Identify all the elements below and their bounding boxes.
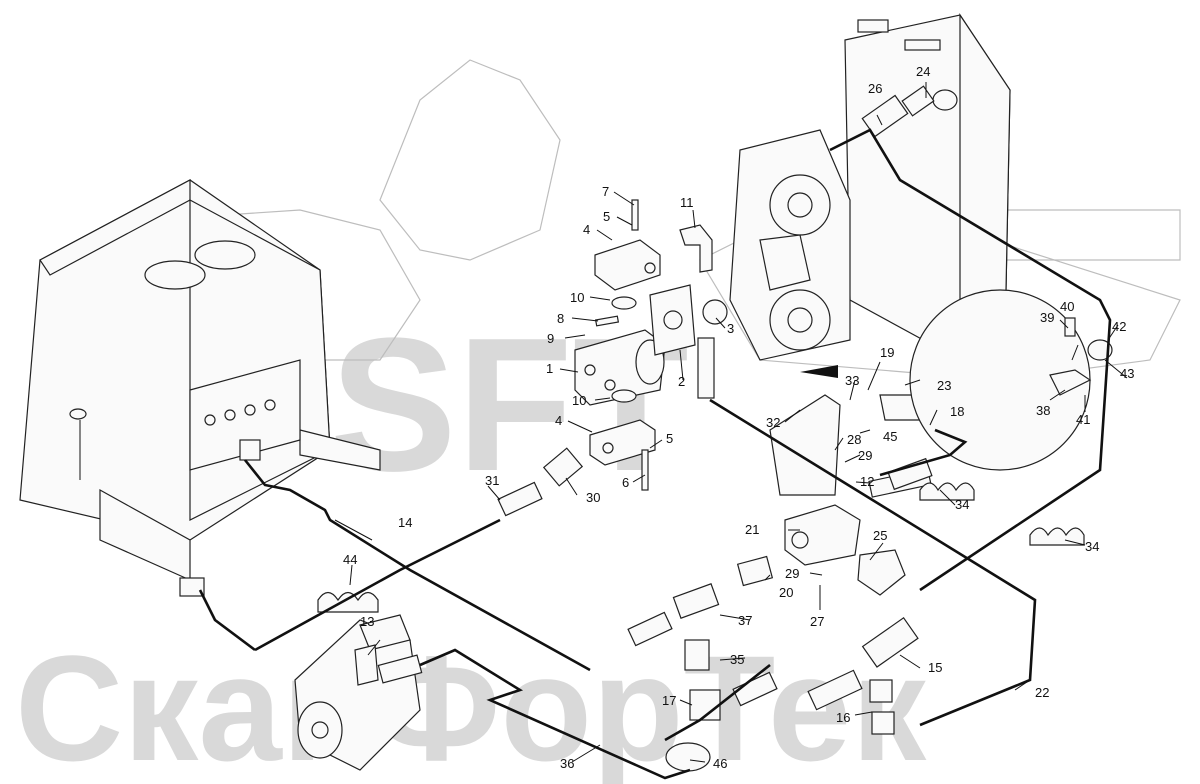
- callout-24: 24: [916, 64, 930, 79]
- callout-19: 19: [880, 345, 894, 360]
- callout-10a: 10: [570, 290, 584, 305]
- callout-1: 1: [546, 361, 553, 376]
- callout-34a: 34: [955, 497, 969, 512]
- hose-22: [709, 398, 1037, 727]
- callout-8: 8: [557, 311, 564, 326]
- callout-34b: 34: [1085, 539, 1099, 554]
- callout-30: 30: [586, 490, 600, 505]
- callout-26: 26: [868, 81, 882, 96]
- callout-43: 43: [1120, 366, 1134, 381]
- callout-39: 39: [1040, 310, 1054, 325]
- hose-26: [829, 128, 1112, 592]
- hose-44-lower: [198, 589, 256, 652]
- callout-42: 42: [1112, 319, 1126, 334]
- callout-15: 15: [928, 660, 942, 675]
- axial-piston-pump: [294, 614, 421, 771]
- hose-14: [243, 459, 591, 672]
- engine-block: [729, 129, 851, 361]
- callout-29b: 29: [785, 566, 799, 581]
- callout-45: 45: [883, 429, 897, 444]
- callout-13: 13: [360, 614, 374, 629]
- callout-41: 41: [1076, 412, 1090, 427]
- callout-25: 25: [873, 528, 887, 543]
- hose-center: [664, 663, 771, 742]
- pointer-arrow: [800, 365, 838, 378]
- hose-fittings: [179, 85, 935, 735]
- callout-12: 12: [860, 474, 874, 489]
- watermark-brand: SFT: [330, 299, 689, 511]
- callout-18: 18: [950, 404, 964, 419]
- hose-31: [254, 518, 501, 652]
- callout-46: 46: [713, 756, 727, 771]
- callout-35: 35: [730, 652, 744, 667]
- callout-32: 32: [766, 415, 780, 430]
- callout-14: 14: [398, 515, 412, 530]
- callout-11: 11: [680, 195, 694, 210]
- callout-2: 2: [678, 374, 685, 389]
- callout-4a: 4: [583, 222, 590, 237]
- callout-17: 17: [662, 693, 676, 708]
- hydraulic-tank: [19, 179, 381, 581]
- callout-4b: 4: [555, 413, 562, 428]
- callout-28: 28: [847, 432, 861, 447]
- callout-31: 31: [485, 473, 499, 488]
- callout-16: 16: [836, 710, 850, 725]
- callout-33: 33: [845, 373, 859, 388]
- leader-lines: [79, 82, 1128, 763]
- gear-pump-assembly: [574, 199, 728, 491]
- callout-7: 7: [602, 184, 609, 199]
- callout-27: 27: [810, 614, 824, 629]
- callout-10b: 10: [572, 393, 586, 408]
- callout-labels: 1 2 3 4 4 5 5 6 7 8 9 10 10 11 12 13 14 …: [343, 64, 1134, 771]
- callout-3: 3: [727, 321, 734, 336]
- callout-36: 36: [560, 756, 574, 771]
- callout-6: 6: [622, 475, 629, 490]
- callout-40: 40: [1060, 299, 1074, 314]
- callout-37: 37: [738, 613, 752, 628]
- hydraulic-hoses: [198, 128, 1112, 780]
- callout-21: 21: [745, 522, 759, 537]
- callout-5b: 5: [666, 431, 673, 446]
- hose-36: [419, 648, 691, 780]
- hose-18: [879, 428, 968, 477]
- callout-38: 38: [1036, 403, 1050, 418]
- callout-44: 44: [343, 552, 357, 567]
- watermark-company: СканФорТек: [15, 624, 927, 784]
- callout-9: 9: [547, 331, 554, 346]
- callout-5a: 5: [603, 209, 610, 224]
- callout-22: 22: [1035, 685, 1049, 700]
- callout-23: 23: [937, 378, 951, 393]
- callout-29a: 29: [858, 448, 872, 463]
- callout-20: 20: [779, 585, 793, 600]
